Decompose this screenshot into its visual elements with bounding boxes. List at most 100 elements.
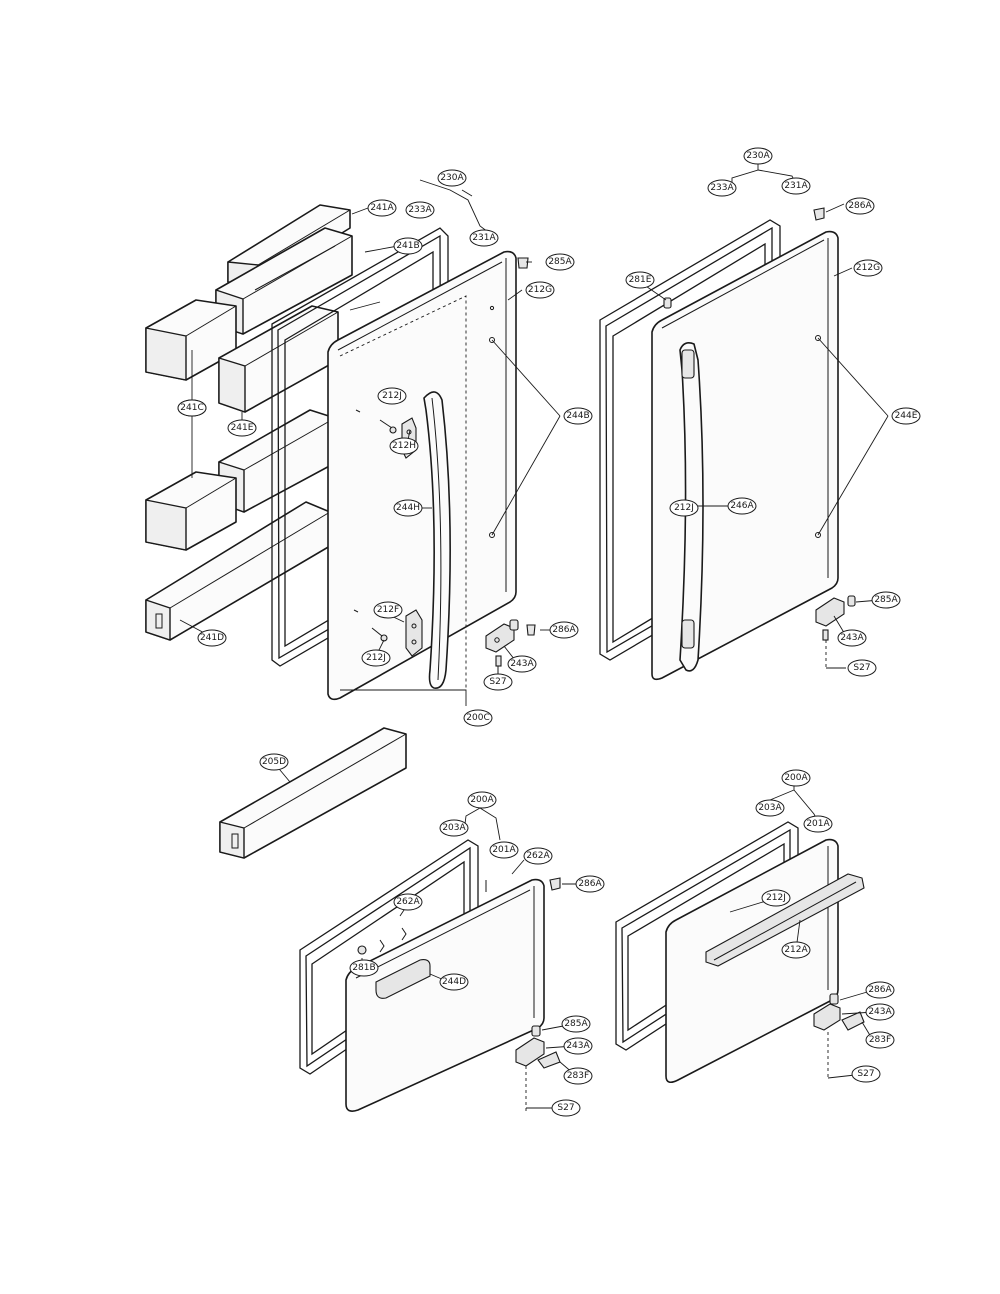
part-callout-244b-l: 244B <box>563 407 593 425</box>
part-number-label: 243A <box>840 633 864 643</box>
part-number-label: 285A <box>548 257 572 267</box>
callouts: 230A241A233A241B231A285A212G241C241C241E… <box>177 147 921 1117</box>
part-callout-231a-tr: 231A <box>781 177 811 195</box>
part-number-label: 231A <box>784 181 808 191</box>
part-callout-241b: 241B <box>393 237 423 255</box>
part-callout-212j-r: 212J <box>669 499 699 517</box>
part-number-label: 286A <box>552 625 576 635</box>
part-number-label: 285A <box>564 1019 588 1029</box>
door-handle-244H <box>423 391 451 689</box>
part-number-label: 283F <box>869 1035 891 1045</box>
part-number-label: 244D <box>442 977 466 987</box>
part-number-label: 212A <box>784 945 808 955</box>
part-callout-212j-br: 212J <box>761 889 791 907</box>
part-number-label: 200C <box>466 713 489 723</box>
part-callout-212g-r: 212G <box>853 259 883 277</box>
freezer-left-door-panel <box>345 878 545 1112</box>
part-callout-231a-tl: 231A <box>469 229 499 247</box>
part-callout-281b: 281B <box>349 959 379 977</box>
part-callout-241d: 241D <box>197 629 227 647</box>
part-callout-200c: 200C <box>463 709 493 727</box>
hinge-243A-freezer-right <box>813 993 865 1078</box>
part-number-label: 286A <box>848 201 872 211</box>
part-number-label: 212G <box>528 285 552 295</box>
part-number-label: 233A <box>408 205 432 215</box>
part-callout-200a-br: 200A <box>781 769 811 787</box>
part-callout-212a: 212A <box>781 941 811 959</box>
part-callout-244e: 244E <box>891 407 921 425</box>
door-bin-241D <box>145 501 331 641</box>
door-bin-241C-top <box>145 299 237 381</box>
part-number-label: S27 <box>857 1069 874 1079</box>
part-callout-243a-br: 243A <box>865 1003 895 1021</box>
part-number-label: 243A <box>868 1007 892 1017</box>
part-number-label: 244B <box>566 411 589 421</box>
part-number-label: 241C <box>180 403 203 413</box>
part-number-label: 286A <box>578 879 602 889</box>
part-number-label: 283F <box>567 1071 589 1081</box>
part-callout-s27-l: S27 <box>483 673 513 691</box>
part-callout-262a-b: 262A <box>393 893 423 911</box>
part-callout-230a-tl: 230A <box>437 169 467 187</box>
door-bin-241C-bottom <box>145 471 237 551</box>
part-number-label: 231A <box>472 233 496 243</box>
part-number-label: 212J <box>766 893 786 903</box>
part-callout-212j-b: 212J <box>361 649 391 667</box>
handle-bracket-212F <box>405 609 423 657</box>
part-callout-281e-r: 281E <box>625 271 655 289</box>
part-number-label: 244E <box>895 411 918 421</box>
part-number-label: 243A <box>510 659 534 669</box>
part-callout-285a-tl: 285A <box>545 253 575 271</box>
door-handle-212A <box>705 873 865 967</box>
part-number-label: 241A <box>370 203 394 213</box>
part-callout-286a-bl: 286A <box>575 875 605 893</box>
part-number-label: 200A <box>470 795 494 805</box>
part-number-label: 212G <box>856 263 880 273</box>
part-callout-212j-a: 212J <box>377 387 407 405</box>
part-callout-286a-l: 286A <box>549 621 579 639</box>
part-callout-241a: 241A <box>367 199 397 217</box>
hinge-243A-freezer-left <box>515 1025 561 1112</box>
part-number-label: 205D <box>262 757 286 767</box>
part-callout-230a-tr: 230A <box>743 147 773 165</box>
part-callout-212g-l: 212G <box>525 281 555 299</box>
part-number-label: 281E <box>629 275 652 285</box>
freezer-right-group <box>615 821 865 1084</box>
part-callout-283f-br: 283F <box>865 1031 895 1049</box>
part-number-label: 212J <box>366 653 386 663</box>
cap-286A-right <box>813 207 825 221</box>
part-number-label: 262A <box>396 897 420 907</box>
part-number-label: 286A <box>868 985 892 995</box>
part-callout-283f-bl: 283F <box>563 1067 593 1085</box>
door-handle-244D <box>375 959 431 999</box>
part-callout-244h: 244H <box>393 499 423 517</box>
part-callout-s27-r: S27 <box>847 659 877 677</box>
part-number-label: 244H <box>396 503 420 513</box>
part-callout-246a: 246A <box>727 497 757 515</box>
part-callout-212f: 212F <box>373 601 403 619</box>
part-number-label: 212F <box>377 605 399 615</box>
part-callout-244d: 244D <box>439 973 469 991</box>
part-number-label: 201A <box>806 819 830 829</box>
part-number-label: 200A <box>784 773 808 783</box>
part-number-label: 281B <box>352 963 375 973</box>
left-door-group <box>145 204 536 701</box>
part-callout-233a-tl: 233A <box>405 201 435 219</box>
part-number-label: 243A <box>566 1041 590 1051</box>
part-callout-205d: 205D <box>259 753 289 771</box>
part-number-label: 246A <box>730 501 754 511</box>
part-callout-262a: 262A <box>523 847 553 865</box>
part-number-label: 230A <box>440 173 464 183</box>
part-callout-201a-bl: 201A <box>489 841 519 859</box>
part-callout-286a-tr: 286A <box>845 197 875 215</box>
part-callout-233a-tr: 233A <box>707 179 737 197</box>
part-callout-285a-r: 285A <box>871 591 901 609</box>
part-callout-286a-br: 286A <box>865 981 895 999</box>
part-callout-285a-bl: 285A <box>561 1015 591 1033</box>
part-number-label: 201A <box>492 845 516 855</box>
cap-285A-left <box>517 257 536 636</box>
hinge-243A-right <box>815 595 856 668</box>
part-number-label: 262A <box>526 851 550 861</box>
part-number-label: 212J <box>674 503 694 513</box>
